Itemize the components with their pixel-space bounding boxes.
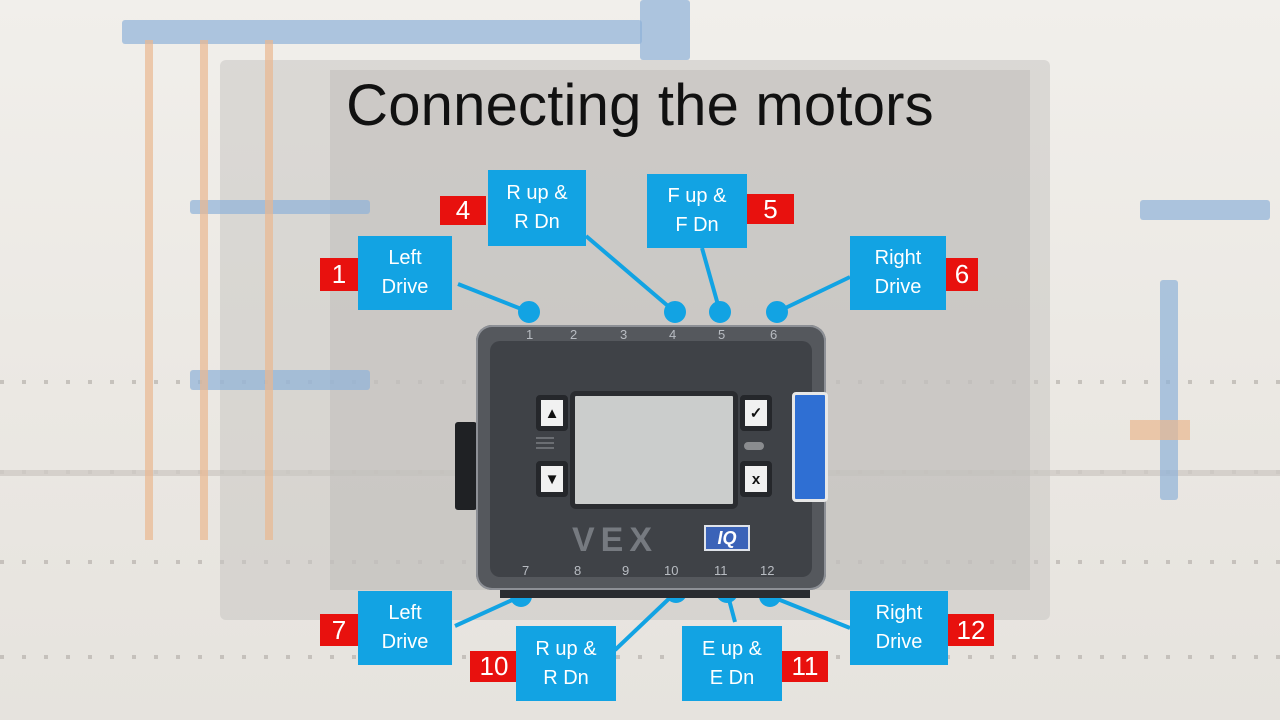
callout-number-6: 6 (946, 258, 978, 291)
battery (792, 392, 828, 502)
callout-number-7: 7 (320, 614, 358, 646)
callout-label-port-11: E up & E Dn (682, 626, 782, 701)
status-led (744, 442, 764, 450)
port-label-7: 7 (522, 563, 530, 578)
robot-beam (640, 0, 690, 60)
down-button[interactable]: ▼ (536, 461, 568, 497)
x-button[interactable]: x (740, 461, 772, 497)
callout-number-5: 5 (747, 194, 794, 224)
rubber-band (200, 40, 208, 540)
callout-number-4: 4 (440, 195, 486, 225)
robot-beam (122, 20, 642, 44)
callout-number-1: 1 (320, 258, 358, 291)
slide-title: Connecting the motors (346, 73, 934, 138)
callout-label-port-6: Right Drive (850, 236, 946, 310)
check-button[interactable]: ✓ (740, 395, 772, 431)
callout-label-port-4: R up & R Dn (488, 170, 586, 246)
grip-lines (536, 437, 554, 451)
callout-label-port-7: Left Drive (358, 591, 452, 665)
callout-number-11: 11 (782, 651, 828, 682)
port-label-11: 11 (714, 563, 728, 578)
brain-screen (570, 391, 738, 509)
callout-label-port-10: R up & R Dn (516, 626, 616, 701)
port-label-5: 5 (718, 327, 726, 342)
port-label-4: 4 (669, 327, 677, 342)
vex-logo: VEX (572, 521, 659, 559)
port-label-1: 1 (526, 327, 534, 342)
floor-holes (0, 655, 1280, 659)
rubber-band (145, 40, 153, 540)
robot-beam (1140, 200, 1270, 220)
robot-part (1130, 420, 1190, 440)
callout-label-port-12: Right Drive (850, 591, 948, 665)
port-label-3: 3 (620, 327, 628, 342)
port-label-9: 9 (622, 563, 630, 578)
rubber-band (265, 40, 273, 540)
callout-number-10: 10 (470, 651, 518, 682)
port-label-10: 10 (664, 563, 679, 578)
callout-number-12: 12 (948, 614, 994, 646)
up-button[interactable]: ▲ (536, 395, 568, 431)
port-label-2: 2 (570, 327, 578, 342)
robot-beam (1160, 280, 1178, 500)
vex-iq-brain: 1 2 3 4 5 6 ▲ ▼ ✓ x VEX IQ 7 8 9 10 11 1… (476, 325, 826, 590)
callout-label-port-1: Left Drive (358, 236, 452, 310)
bottom-ports (500, 590, 810, 598)
robot-beam (190, 370, 370, 390)
port-label-12: 12 (760, 563, 775, 578)
iq-badge: IQ (704, 525, 750, 551)
port-label-8: 8 (574, 563, 582, 578)
port-label-6: 6 (770, 327, 778, 342)
brain-side-connector (455, 422, 477, 510)
callout-label-port-5: F up & F Dn (647, 174, 747, 248)
robot-beam (190, 200, 370, 214)
